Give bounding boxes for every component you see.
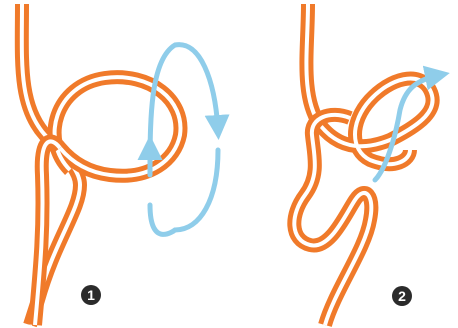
step-1-number: 1	[87, 287, 95, 303]
step-1-rope	[22, 4, 181, 325]
step-2-rope	[294, 4, 432, 325]
step-1-badge: 1	[81, 285, 101, 305]
step-2-badge: 2	[392, 286, 412, 306]
step-1-illustration	[22, 4, 218, 325]
step-2-number: 2	[398, 288, 406, 304]
step-2-illustration	[294, 4, 440, 325]
